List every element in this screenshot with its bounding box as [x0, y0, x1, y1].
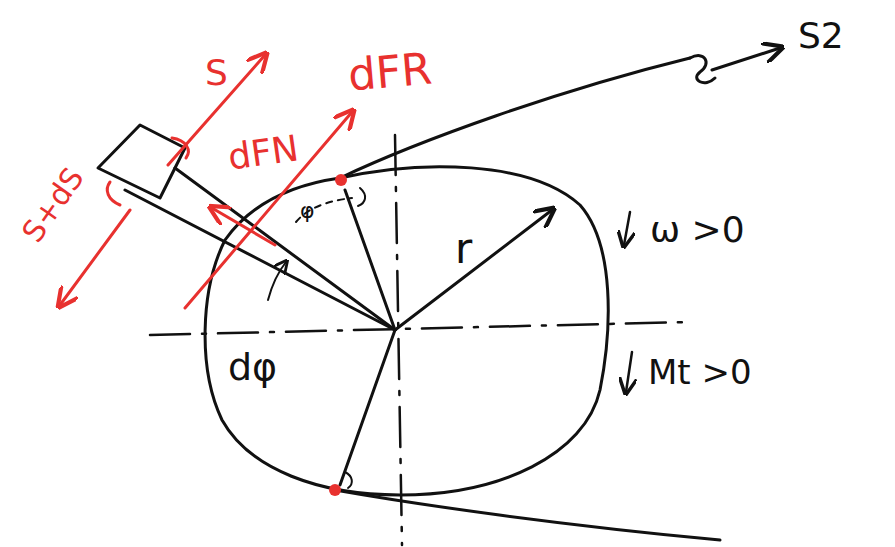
pulley-outline [205, 167, 608, 495]
right-angle-mark [358, 188, 365, 206]
force-label: S [205, 55, 228, 91]
centre-line [150, 322, 690, 335]
force-arrow [185, 112, 352, 308]
speed-label: ω >0 [650, 212, 745, 248]
force-arrow [212, 208, 275, 245]
force-label: S2 [798, 18, 844, 54]
force-arrow [712, 48, 780, 70]
element-line [125, 190, 395, 330]
rotation-arrow [624, 212, 630, 245]
contact-point [335, 174, 347, 186]
radius-arrow [395, 210, 552, 330]
force-label: S+dS [17, 163, 89, 248]
angle-label: dφ [228, 348, 277, 386]
moment-arc [107, 182, 120, 205]
angle-label: φ [300, 200, 315, 222]
contact-point [329, 484, 341, 496]
radius-label: r [455, 228, 472, 270]
centre-line [395, 135, 402, 545]
force-label: dFR [346, 46, 433, 97]
force-arrow [60, 210, 130, 305]
torque-arrow [626, 352, 632, 392]
torque-label: Mt >0 [648, 355, 752, 389]
angle-arc [296, 198, 352, 222]
force-label: dFN [226, 130, 301, 175]
angle-arc [268, 262, 286, 300]
moment-arc [172, 138, 188, 158]
right-angle-mark [345, 472, 352, 488]
belt [335, 490, 720, 540]
radius-line [340, 330, 395, 485]
